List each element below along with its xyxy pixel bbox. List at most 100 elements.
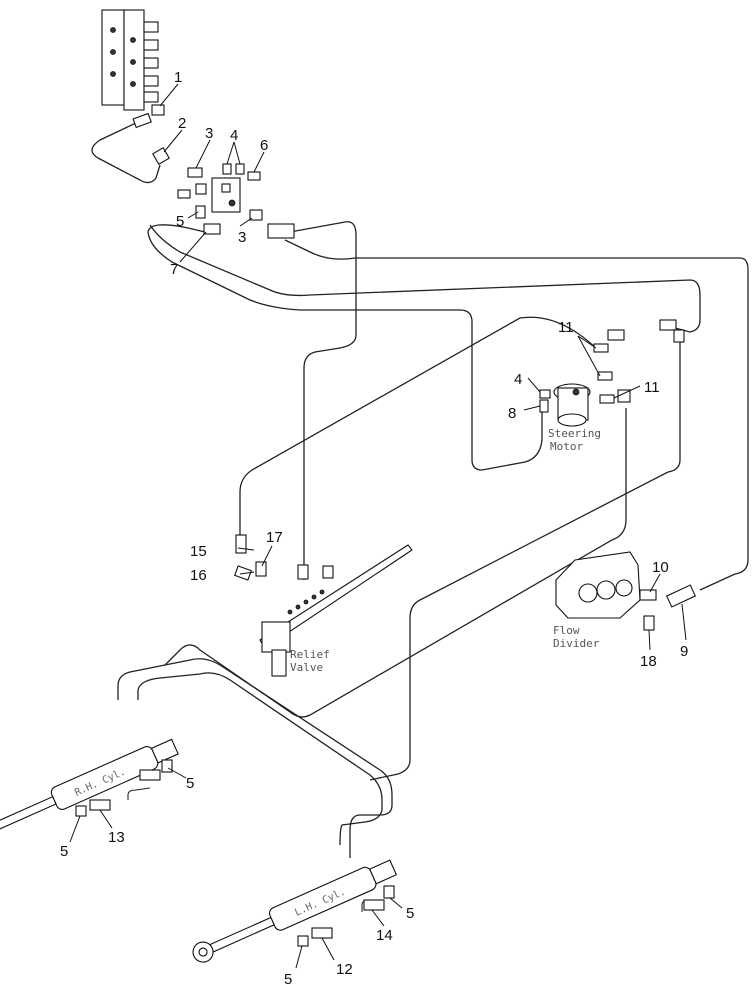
fitting-18 bbox=[643, 615, 655, 631]
rh-cylinder: R.H. Cyl. bbox=[0, 738, 179, 834]
callout-5-lh-bottom: 5 bbox=[284, 971, 292, 988]
valve-spools bbox=[110, 21, 159, 103]
hose-7-loop bbox=[147, 224, 543, 471]
callout-14: 14 bbox=[376, 927, 393, 944]
manifold-port-b bbox=[322, 565, 334, 579]
hose-down-to-manifold bbox=[289, 221, 357, 580]
fitting-9 bbox=[665, 584, 697, 608]
hose-rh-cyl-loop bbox=[117, 658, 393, 858]
lh-cylinder-rod bbox=[208, 916, 275, 954]
steering-motor-label-1: Steering bbox=[548, 427, 601, 440]
rh-cylinder-fittings bbox=[75, 759, 173, 817]
manifold-port-a bbox=[297, 564, 309, 580]
fitting-5-lh-top bbox=[383, 885, 395, 899]
lh-cylinder: L.H. Cyl. bbox=[192, 859, 398, 963]
callout-8: 8 bbox=[508, 405, 516, 422]
hose-rh-cyl-loop-2 bbox=[137, 672, 383, 846]
leader-lines bbox=[69, 83, 687, 969]
callout-numbers: 1 2 3 4 6 5 3 7 11 4 8 11 15 17 16 10 9 … bbox=[60, 69, 688, 988]
callout-10: 10 bbox=[652, 559, 669, 576]
rh-cylinder-cap bbox=[150, 738, 179, 764]
flow-divider-label-2: Divider bbox=[553, 637, 600, 650]
callout-13: 13 bbox=[108, 829, 125, 846]
fitting-left-port bbox=[177, 189, 191, 199]
fitting-2 bbox=[152, 147, 170, 165]
callout-5-rh-bottom: 5 bbox=[60, 843, 68, 860]
relief-valve-label-2: Valve bbox=[290, 661, 323, 674]
fitting-7 bbox=[203, 223, 221, 235]
callout-5-top: 5 bbox=[176, 213, 184, 230]
fitting-rh-hose-end bbox=[139, 769, 161, 781]
callout-9: 9 bbox=[680, 643, 688, 660]
fitting-17 bbox=[255, 561, 267, 577]
flow-divider-label-1: Flow bbox=[553, 624, 580, 637]
hose-rh-5 bbox=[127, 787, 151, 800]
callout-15: 15 bbox=[190, 543, 207, 560]
hose-valve-to-elbow bbox=[91, 121, 161, 184]
fitting-right-port bbox=[659, 319, 677, 331]
callout-17: 17 bbox=[266, 529, 283, 546]
steering-motor-label-2: Motor bbox=[550, 440, 583, 453]
component-labels: Steering Motor Flow Divider Relief Valve bbox=[290, 427, 601, 674]
fitting-15 bbox=[235, 534, 247, 554]
callout-5-lh-top: 5 bbox=[406, 905, 414, 922]
callout-11-top: 11 bbox=[558, 319, 574, 336]
fitting-10 bbox=[639, 589, 657, 601]
fitting-motor-4 bbox=[539, 389, 551, 399]
fitting-11-d bbox=[599, 394, 615, 404]
fitting-11-c bbox=[597, 371, 613, 381]
callout-4-top: 4 bbox=[230, 127, 238, 144]
fitting-4a bbox=[222, 163, 232, 175]
hose-motor-to-relief bbox=[369, 342, 681, 781]
callout-11-right: 11 bbox=[644, 379, 660, 396]
callout-4-motor: 4 bbox=[514, 371, 522, 388]
relief-manifold bbox=[234, 534, 413, 677]
fitting-motor-8 bbox=[539, 399, 549, 413]
callout-12: 12 bbox=[336, 961, 353, 978]
hose-lines bbox=[91, 121, 749, 912]
relief-valve-body bbox=[261, 621, 291, 653]
callout-2: 2 bbox=[178, 115, 186, 132]
fitting-1 bbox=[151, 104, 165, 116]
fitting-4b bbox=[235, 163, 245, 175]
top-fittings bbox=[132, 104, 295, 239]
priority-valve-block bbox=[211, 177, 241, 213]
fitting-6 bbox=[247, 171, 261, 181]
fitting-13 bbox=[89, 799, 111, 811]
relief-valve-cartridge bbox=[271, 649, 287, 677]
callout-3-top: 3 bbox=[205, 125, 213, 142]
fitting-11-a bbox=[593, 343, 609, 353]
callout-7: 7 bbox=[170, 261, 178, 278]
fitting-3b bbox=[249, 209, 263, 221]
hose-11-down bbox=[164, 408, 627, 718]
flow-divider bbox=[555, 551, 697, 631]
valve-body bbox=[101, 9, 125, 106]
callout-3-lower: 3 bbox=[238, 229, 246, 246]
fitting-11-b bbox=[607, 329, 625, 341]
rh-cylinder-rod bbox=[0, 795, 57, 834]
fitting-5-lh bbox=[297, 935, 309, 947]
callout-16: 16 bbox=[190, 567, 207, 584]
fitting-14 bbox=[363, 899, 385, 911]
fitting-5a bbox=[195, 205, 206, 219]
callout-1: 1 bbox=[174, 69, 182, 86]
steering-motor bbox=[539, 319, 685, 427]
lh-cylinder-fittings bbox=[297, 885, 395, 947]
hose-to-flow-divider bbox=[284, 239, 749, 591]
hose-end-3 bbox=[267, 223, 295, 239]
callout-5-rh-top: 5 bbox=[186, 775, 194, 792]
control-valve-bank bbox=[101, 9, 159, 111]
lh-cylinder-cap bbox=[369, 859, 398, 885]
hose-motor-to-15 bbox=[239, 316, 601, 535]
hose-upper-loop bbox=[149, 224, 701, 333]
fitting-16 bbox=[234, 565, 252, 581]
callout-6: 6 bbox=[260, 137, 268, 154]
callout-18: 18 bbox=[640, 653, 657, 670]
fitting-5-rh bbox=[75, 805, 87, 817]
fitting-12 bbox=[311, 927, 333, 939]
relief-valve-label-1: Relief bbox=[290, 648, 330, 661]
fitting-tee bbox=[195, 183, 207, 195]
fitting-3a bbox=[187, 167, 203, 178]
